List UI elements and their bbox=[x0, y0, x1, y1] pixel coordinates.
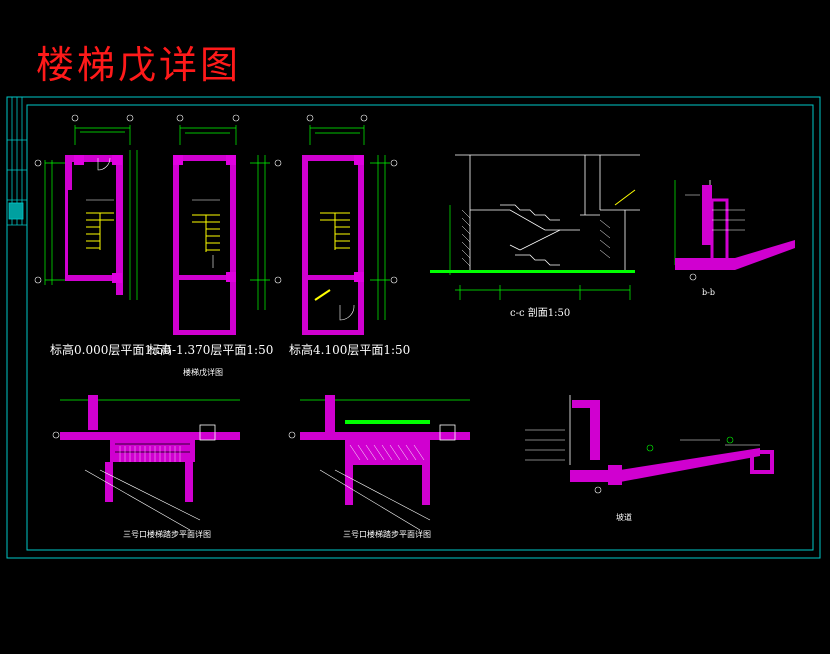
ramp-label: 坡道 bbox=[616, 512, 632, 522]
plan-2-label: 标高-1.370层平面1:50 bbox=[148, 342, 273, 357]
plan-1-drawing bbox=[34, 114, 138, 300]
detail-left-label: 三号口楼梯踏步平面详图 bbox=[123, 529, 211, 539]
plan-3-label: 标高4.100层平面1:50 bbox=[289, 342, 410, 357]
section-bb-drawing bbox=[674, 180, 795, 281]
section-cc-drawing bbox=[430, 154, 640, 300]
section-bb-label: b-b bbox=[702, 288, 715, 297]
plan-group-label: 楼梯戊详图 bbox=[183, 367, 223, 377]
ramp-drawing bbox=[525, 395, 774, 494]
inner-frame bbox=[26, 104, 814, 551]
outer-frame bbox=[6, 96, 821, 559]
sheet-title: 楼梯戊详图 bbox=[36, 43, 242, 87]
title-block-strip bbox=[7, 97, 27, 226]
plan-2-drawing bbox=[173, 114, 282, 335]
detail-mid-label: 三号口楼梯踏步平面详图 bbox=[343, 529, 431, 539]
detail-left-drawing bbox=[52, 395, 240, 531]
section-cc-label: c-c 剖面1:50 bbox=[510, 306, 570, 319]
detail-mid-drawing bbox=[288, 395, 470, 531]
plan-1-label: 标高0.000层平面1:50 bbox=[50, 342, 171, 357]
plan-3-drawing bbox=[302, 114, 398, 335]
